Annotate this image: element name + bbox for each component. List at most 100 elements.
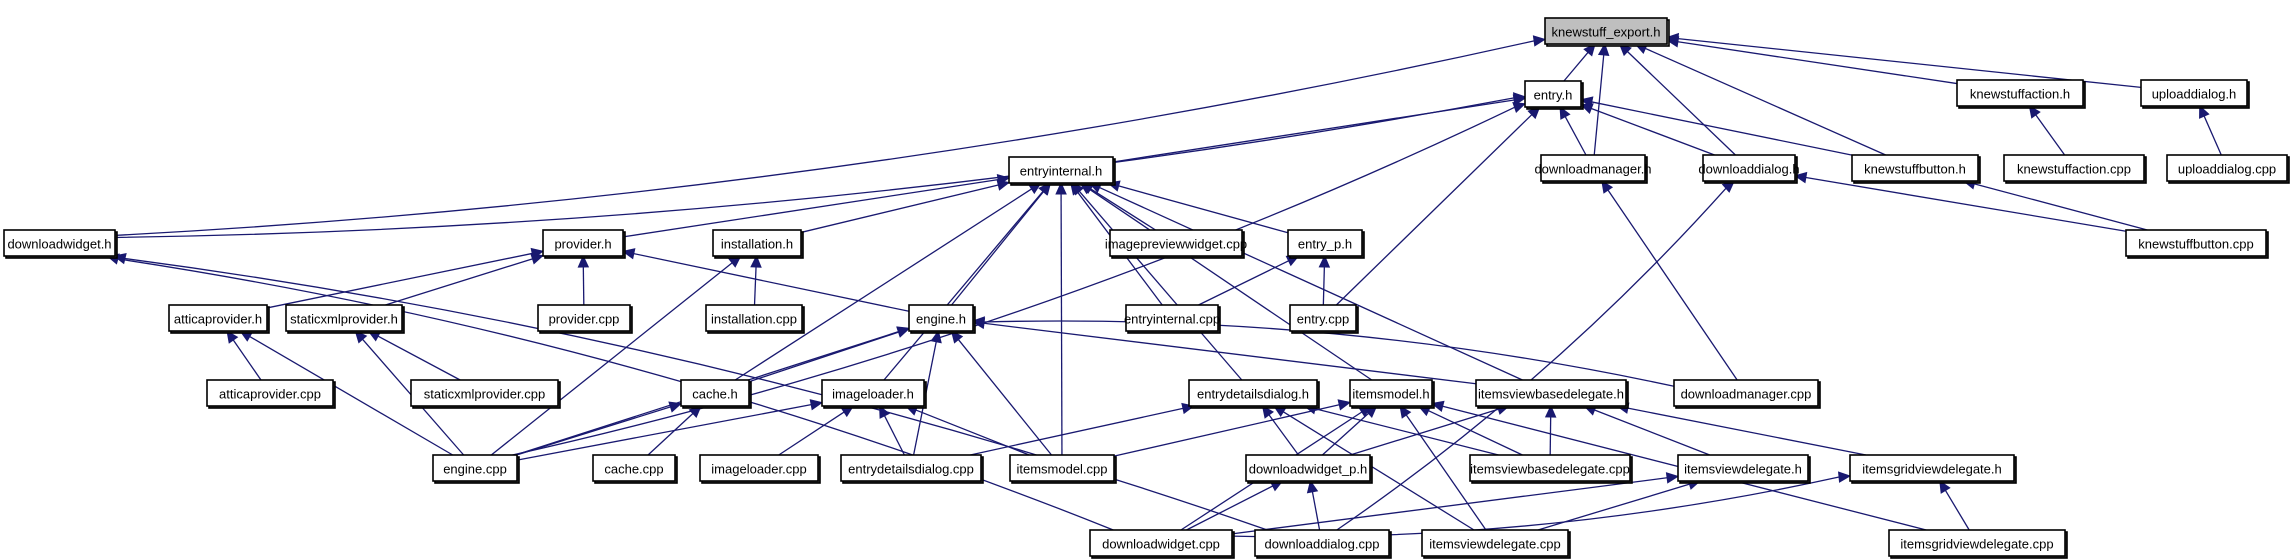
node-box[interactable] xyxy=(1245,454,1371,482)
node-installation-h[interactable]: installation.h xyxy=(712,229,804,259)
node-box[interactable] xyxy=(3,229,116,257)
node-itemsviewbasedelegate-cpp[interactable]: itemsviewbasedelegate.cpp xyxy=(1469,454,1633,484)
node-box[interactable] xyxy=(1677,454,1809,482)
edge-line xyxy=(1198,260,1289,306)
node-box[interactable] xyxy=(1287,229,1363,257)
node-itemsgridviewdelegate-cpp[interactable]: itemsgridviewdelegate.cpp xyxy=(1888,529,2068,559)
node-box[interactable] xyxy=(1851,154,1979,182)
node-label: downloadwidget.h xyxy=(7,237,111,252)
node-downloaddialog-h[interactable]: downloaddialog.h xyxy=(1698,154,1800,184)
node-box[interactable] xyxy=(1009,454,1115,482)
node-box[interactable] xyxy=(705,304,803,332)
node-box[interactable] xyxy=(680,379,750,407)
node-entrydetailsdialog-cpp[interactable]: entrydetailsdialog.cpp xyxy=(840,454,984,484)
node-imageloader-cpp[interactable]: imageloader.cpp xyxy=(699,454,821,484)
node-downloaddialog-cpp[interactable]: downloaddialog.cpp xyxy=(1254,529,1392,559)
node-box[interactable] xyxy=(1544,17,1668,45)
node-engine-h[interactable]: engine.h xyxy=(908,304,976,334)
node-box[interactable] xyxy=(1289,304,1357,332)
node-entryinternal-h[interactable]: entryinternal.h xyxy=(1008,156,1116,186)
node-cache-cpp[interactable]: cache.cpp xyxy=(592,454,678,484)
node-imageloader-h[interactable]: imageloader.h xyxy=(821,379,927,409)
node-label: uploaddialog.cpp xyxy=(2178,162,2276,177)
node-box[interactable] xyxy=(206,379,334,407)
node-label: staticxmlprovider.cpp xyxy=(424,387,545,402)
node-uploaddialog-cpp[interactable]: uploaddialog.cpp xyxy=(2166,154,2290,184)
node-uploaddialog-h[interactable]: uploaddialog.h xyxy=(2140,79,2250,109)
node-atticaprovider-h[interactable]: atticaprovider.h xyxy=(168,304,270,334)
node-itemsviewdelegate-cpp[interactable]: itemsviewdelegate.cpp xyxy=(1421,529,1571,559)
node-box[interactable] xyxy=(1956,79,2084,107)
node-box[interactable] xyxy=(1008,156,1114,184)
node-box[interactable] xyxy=(1524,80,1582,108)
node-cache-h[interactable]: cache.h xyxy=(680,379,752,409)
edge-downloadwidget_h-to-entry_h xyxy=(114,92,1527,239)
node-box[interactable] xyxy=(2003,154,2145,182)
node-box[interactable] xyxy=(1888,529,2066,557)
node-installation-cpp[interactable]: installation.cpp xyxy=(705,304,805,334)
node-entry-p-h[interactable]: entry_p.h xyxy=(1287,229,1365,259)
node-engine-cpp[interactable]: engine.cpp xyxy=(432,454,520,484)
node-entry-h[interactable]: entry.h xyxy=(1524,80,1584,110)
node-label: itemsgridviewdelegate.cpp xyxy=(1900,537,2053,552)
node-label: itemsviewbasedelegate.h xyxy=(1478,387,1624,402)
node-box[interactable] xyxy=(1109,229,1243,257)
node-knewstuffbutton-cpp[interactable]: knewstuffbutton.cpp xyxy=(2125,229,2269,259)
node-box[interactable] xyxy=(840,454,982,482)
node-box[interactable] xyxy=(2140,79,2248,107)
node-box[interactable] xyxy=(1188,379,1318,407)
node-downloadmanager-h[interactable]: downloadmanager.h xyxy=(1534,154,1652,184)
node-box[interactable] xyxy=(1849,454,2015,482)
node-box[interactable] xyxy=(410,379,559,407)
node-box[interactable] xyxy=(1673,379,1819,407)
node-box[interactable] xyxy=(537,304,631,332)
node-label: downloadmanager.h xyxy=(1534,162,1651,177)
node-box[interactable] xyxy=(1089,529,1233,557)
edge-line xyxy=(983,322,1477,385)
node-box[interactable] xyxy=(1469,454,1631,482)
node-staticxmlprovider-h[interactable]: staticxmlprovider.h xyxy=(285,304,405,334)
node-provider-cpp[interactable]: provider.cpp xyxy=(537,304,633,334)
node-itemsmodel-cpp[interactable]: itemsmodel.cpp xyxy=(1009,454,1117,484)
node-box[interactable] xyxy=(1540,154,1646,182)
node-box[interactable] xyxy=(432,454,518,482)
node-label: staticxmlprovider.h xyxy=(290,312,398,327)
node-box[interactable] xyxy=(1475,379,1627,407)
node-itemsgridviewdelegate-h[interactable]: itemsgridviewdelegate.h xyxy=(1849,454,2017,484)
node-knewstuff-export-h[interactable]: knewstuff_export.h xyxy=(1544,17,1670,47)
node-box[interactable] xyxy=(699,454,819,482)
node-imagepreviewwidget-cpp[interactable]: imagepreviewwidget.cpp xyxy=(1105,229,1247,259)
node-staticxmlprovider-cpp[interactable]: staticxmlprovider.cpp xyxy=(410,379,561,409)
node-box[interactable] xyxy=(592,454,676,482)
node-downloadwidget-p-h[interactable]: downloadwidget_p.h xyxy=(1245,454,1373,484)
node-itemsviewbasedelegate-h[interactable]: itemsviewbasedelegate.h xyxy=(1475,379,1629,409)
node-knewstuffbutton-h[interactable]: knewstuffbutton.h xyxy=(1851,154,1981,184)
node-box[interactable] xyxy=(542,229,624,257)
node-box[interactable] xyxy=(821,379,925,407)
node-provider-h[interactable]: provider.h xyxy=(542,229,626,259)
node-entrydetailsdialog-h[interactable]: entrydetailsdialog.h xyxy=(1188,379,1320,409)
node-knewstuffaction-cpp[interactable]: knewstuffaction.cpp xyxy=(2003,154,2147,184)
node-box[interactable] xyxy=(285,304,403,332)
node-box[interactable] xyxy=(1349,379,1433,407)
edge-line xyxy=(1060,193,1063,456)
node-box[interactable] xyxy=(1125,304,1219,332)
node-atticaprovider-cpp[interactable]: atticaprovider.cpp xyxy=(206,379,336,409)
node-entry-cpp[interactable]: entry.cpp xyxy=(1289,304,1359,334)
node-box[interactable] xyxy=(2166,154,2288,182)
node-box[interactable] xyxy=(1421,529,1569,557)
node-box[interactable] xyxy=(2125,229,2267,257)
node-box[interactable] xyxy=(712,229,802,257)
node-downloadmanager-cpp[interactable]: downloadmanager.cpp xyxy=(1673,379,1821,409)
node-box[interactable] xyxy=(908,304,974,332)
node-box[interactable] xyxy=(168,304,268,332)
node-entryinternal-cpp[interactable]: entryinternal.cpp xyxy=(1124,304,1221,334)
node-box[interactable] xyxy=(1254,529,1390,557)
edge-engine_h-to-provider_h xyxy=(621,248,910,312)
node-itemsmodel-h[interactable]: itemsmodel.h xyxy=(1349,379,1435,409)
node-box[interactable] xyxy=(1702,154,1796,182)
node-itemsviewdelegate-h[interactable]: itemsviewdelegate.h xyxy=(1677,454,1811,484)
node-knewstuffaction-h[interactable]: knewstuffaction.h xyxy=(1956,79,2086,109)
node-downloadwidget-h[interactable]: downloadwidget.h xyxy=(3,229,118,259)
node-downloadwidget-cpp[interactable]: downloadwidget.cpp xyxy=(1089,529,1235,559)
